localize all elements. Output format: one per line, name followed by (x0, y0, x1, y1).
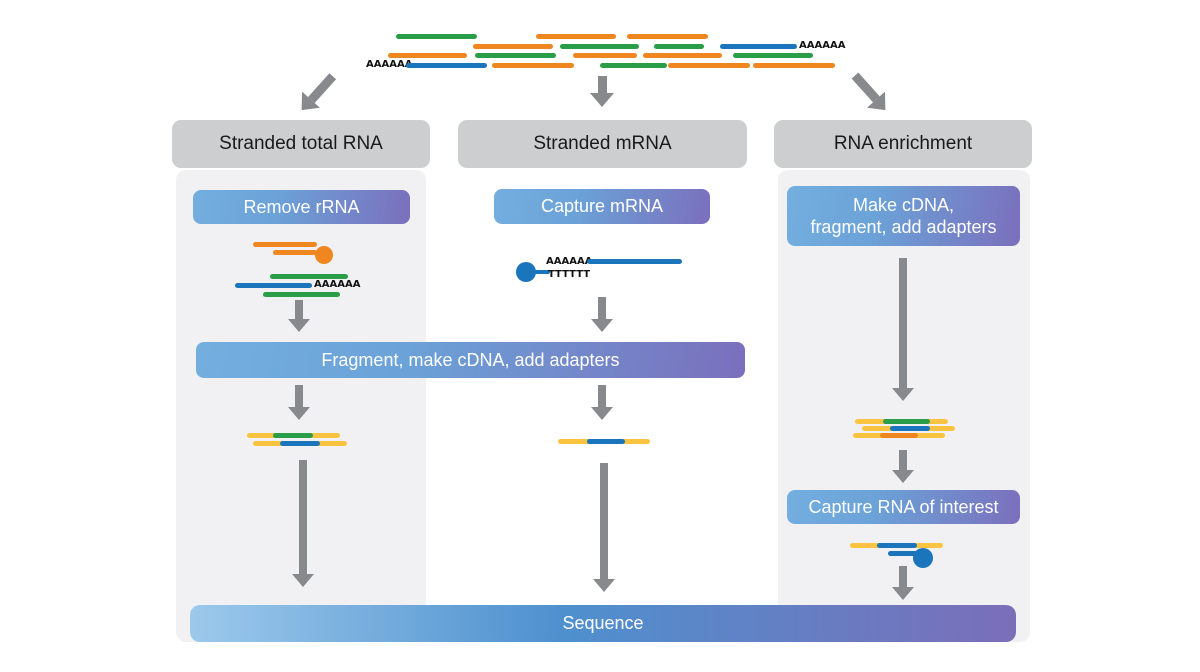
flow-arrow-icon (288, 300, 310, 332)
insert-segment (880, 433, 918, 438)
mrna-fragment (720, 44, 797, 49)
insert-segment (890, 426, 930, 431)
insert-segment (883, 419, 930, 424)
rna-fragment (600, 63, 667, 68)
capture-bead-icon (516, 262, 536, 282)
mrna-strand (587, 259, 682, 264)
header-rna-enrichment: RNA enrichment (774, 120, 1032, 168)
poly-a-label: AAAAAA (314, 279, 361, 290)
capture-bead-icon (913, 548, 933, 568)
rna-fragment (536, 34, 616, 39)
capture-probe (888, 551, 918, 556)
mrna-fragment (406, 63, 487, 68)
rna-fragment (627, 34, 708, 39)
rna-fragment (253, 242, 317, 247)
step-capture-mrna: Capture mRNA (494, 189, 710, 224)
rna-fragment (573, 53, 637, 58)
step-capture-rna-of-interest: Capture RNA of interest (787, 490, 1020, 524)
bead-linker (534, 270, 550, 274)
rna-fragment (753, 63, 835, 68)
header-stranded-mrna: Stranded mRNA (458, 120, 747, 168)
poly-a-label: AAAAAA (799, 40, 846, 51)
rna-fragment (263, 292, 340, 297)
flow-arrow-icon (892, 450, 914, 483)
insert-segment (273, 433, 313, 438)
flow-arrow-icon (591, 385, 613, 420)
branch-arrow-right-icon (846, 68, 895, 119)
flow-arrow-icon (892, 258, 914, 401)
rna-fragment (273, 250, 317, 255)
flow-arrow-icon (591, 297, 613, 332)
rrna-bead-icon (315, 246, 333, 264)
rna-fragment (733, 53, 813, 58)
branch-arrow-middle-icon (590, 76, 614, 107)
flow-arrow-icon (593, 463, 615, 592)
column-rna-enrichment-panel (778, 170, 1030, 642)
rna-fragment (560, 44, 639, 49)
insert-segment (877, 543, 917, 548)
flow-arrow-icon (892, 566, 914, 600)
rna-fragment (396, 34, 477, 39)
rna-fragment (654, 44, 704, 49)
rna-fragment (643, 53, 722, 58)
rna-fragment (475, 53, 556, 58)
step-make-cdna-fragment: Make cDNA, fragment, add adapters (787, 186, 1020, 246)
flow-arrow-icon (288, 385, 310, 420)
poly-t-label: TTTTTT (548, 269, 591, 280)
step-remove-rrna: Remove rRNA (193, 190, 410, 224)
header-stranded-total-rna: Stranded total RNA (172, 120, 430, 168)
branch-arrow-left-icon (292, 68, 342, 119)
flow-arrow-icon (292, 460, 314, 587)
poly-a-label: AAAAAA (366, 59, 413, 70)
mrna-fragment (235, 283, 312, 288)
rna-fragment (492, 63, 574, 68)
rna-fragment (473, 44, 553, 49)
step-fragment-make-cdna: Fragment, make cDNA, add adapters (196, 342, 745, 378)
rna-fragment (388, 53, 467, 58)
rna-fragment (668, 63, 750, 68)
poly-a-label: AAAAAA (546, 256, 593, 267)
rna-fragment (270, 274, 348, 279)
insert-segment (587, 439, 625, 444)
step-sequence: Sequence (190, 605, 1016, 642)
insert-segment (280, 441, 320, 446)
